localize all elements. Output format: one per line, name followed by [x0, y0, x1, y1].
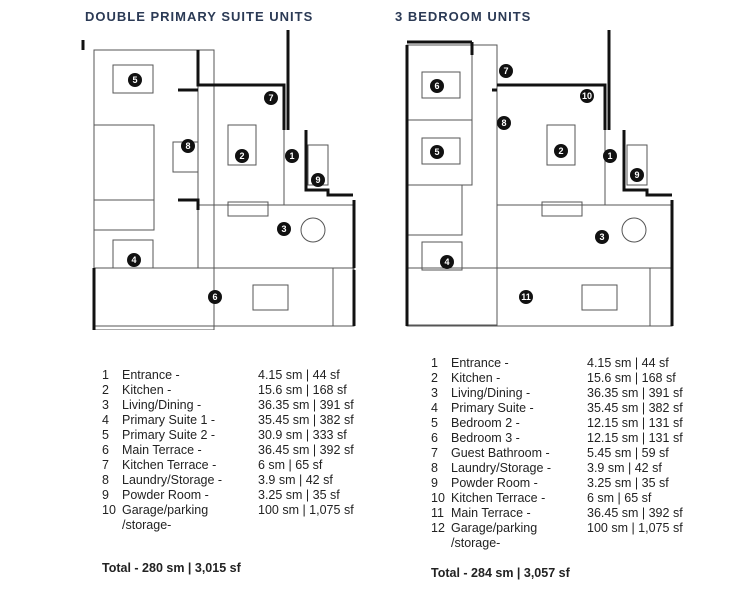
right-powder-zone [626, 144, 648, 186]
left-marker-4: 4 [127, 253, 141, 267]
svg-text:6: 6 [212, 292, 217, 302]
left-room-markers: 5 7 8 2 1 9 3 4 6 [127, 73, 325, 304]
left-garden-zone [332, 267, 354, 327]
right-living-zone [496, 204, 673, 269]
left-marker-6: 6 [208, 290, 222, 304]
right-kitchen-zone [496, 84, 606, 206]
svg-text:3: 3 [281, 224, 286, 234]
right-marker-4: 4 [440, 255, 454, 269]
right-loungers [581, 284, 618, 311]
left-total: Total - 280 sm | 3,015 sf [102, 561, 241, 575]
right-marker-1: 1 [603, 149, 617, 163]
svg-text:5: 5 [434, 147, 439, 157]
left-loungers [252, 284, 289, 311]
left-sofa [227, 201, 269, 217]
right-bed-1 [421, 241, 463, 271]
right-terrace-zone [406, 267, 673, 327]
svg-text:4: 4 [131, 255, 136, 265]
right-plan-title: 3 BEDROOM UNITS [395, 9, 532, 24]
left-bath-zone [93, 124, 155, 201]
svg-text:1: 1 [607, 151, 612, 161]
right-room-markers: 6 7 10 8 5 2 1 9 3 4 11 [430, 64, 644, 304]
svg-text:3: 3 [599, 232, 604, 242]
left-marker-5: 5 [128, 73, 142, 87]
svg-text:4: 4 [444, 257, 449, 267]
svg-text:2: 2 [239, 151, 244, 161]
svg-text:5: 5 [132, 75, 137, 85]
right-dining-table [621, 217, 647, 243]
right-island [546, 124, 576, 166]
left-bed-2 [112, 64, 154, 94]
svg-text:2: 2 [558, 146, 563, 156]
right-bed-3 [421, 71, 461, 99]
right-bed-2 [421, 137, 461, 165]
left-marker-1: 1 [285, 149, 299, 163]
right-marker-3: 3 [595, 230, 609, 244]
svg-text:6: 6 [434, 81, 439, 91]
svg-text:9: 9 [634, 170, 639, 180]
right-marker-9: 9 [630, 168, 644, 182]
right-bath-zone [406, 184, 463, 236]
right-marker-2: 2 [554, 144, 568, 158]
right-marker-10: 10 [580, 89, 594, 103]
right-marker-11: 11 [519, 290, 533, 304]
left-plan-title: DOUBLE PRIMARY SUITE UNITS [85, 9, 314, 24]
svg-text:9: 9 [315, 175, 320, 185]
left-marker-9: 9 [311, 173, 325, 187]
left-marker-3: 3 [277, 222, 291, 236]
right-floor-plan: 6 7 10 8 5 2 1 9 3 4 11 [405, 30, 674, 327]
svg-text:10: 10 [582, 91, 592, 101]
left-living-zone [197, 204, 354, 269]
right-marker-8: 8 [497, 116, 511, 130]
right-total: Total - 284 sm | 3,057 sf [431, 566, 570, 580]
svg-text:8: 8 [501, 118, 506, 128]
svg-text:1: 1 [289, 151, 294, 161]
right-garden-zone [649, 267, 673, 327]
left-bath2-zone [93, 199, 155, 231]
right-marker-5: 5 [430, 145, 444, 159]
left-dining-table [300, 217, 326, 243]
svg-text:8: 8 [185, 141, 190, 151]
right-marker-6: 6 [430, 79, 444, 93]
right-marker-7: 7 [499, 64, 513, 78]
svg-text:7: 7 [503, 66, 508, 76]
left-marker-7: 7 [264, 91, 278, 105]
right-sofa [541, 201, 583, 217]
left-floor-plan: 5 7 8 2 1 9 3 4 6 [81, 30, 356, 330]
left-island [227, 124, 257, 166]
svg-text:7: 7 [268, 93, 273, 103]
left-marker-8: 8 [181, 139, 195, 153]
svg-text:11: 11 [521, 292, 531, 302]
left-terrace-zone [93, 267, 355, 327]
left-marker-2: 2 [235, 149, 249, 163]
left-bed-1 [112, 239, 154, 269]
